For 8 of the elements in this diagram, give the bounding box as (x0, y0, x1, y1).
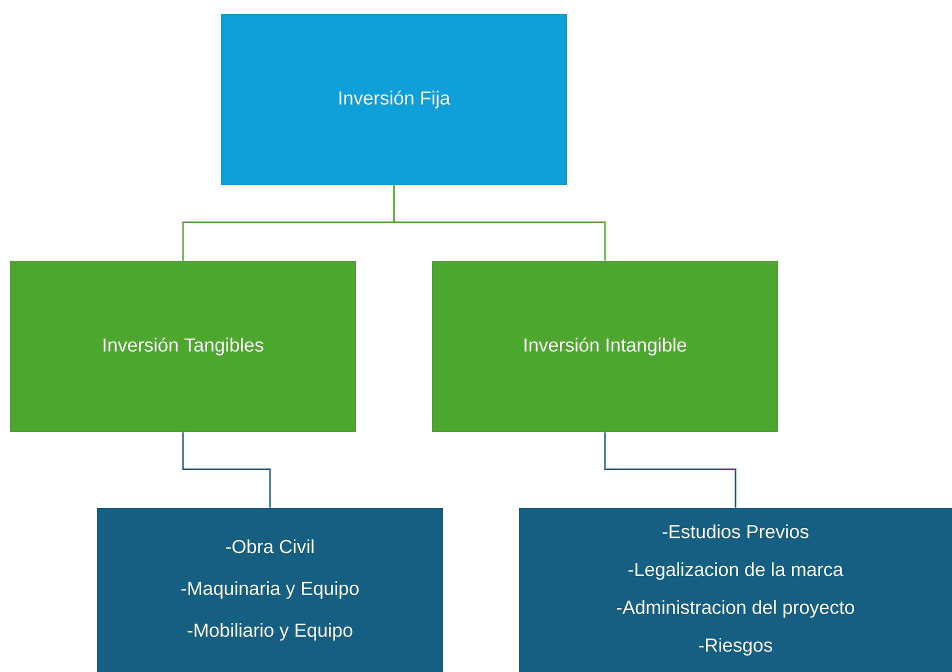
connector-line (182, 432, 271, 508)
process-box: -Estudios Previos -Legalizacion de la marca -Administracion del proyecto -Riesgos (519, 508, 952, 672)
connector-line (604, 432, 736, 508)
process-box: Inversión Tangibles (10, 261, 356, 432)
process-box: Inversión Intangible (432, 261, 778, 432)
connector-line (393, 185, 606, 261)
process-box: -Obra Civil -Maquinaria y Equipo -Mobiliario y Equipo (97, 508, 443, 672)
process-box: Inversión Fija (221, 14, 567, 185)
